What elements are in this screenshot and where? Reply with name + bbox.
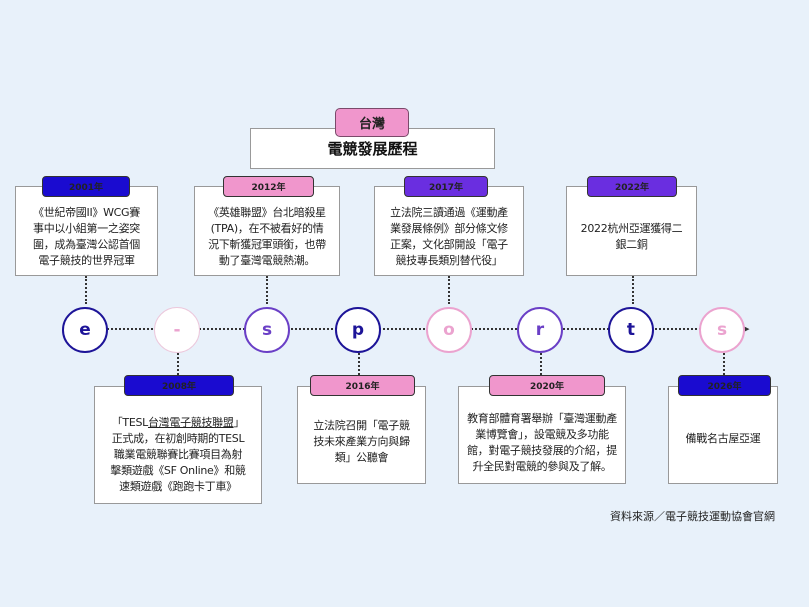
connector (358, 353, 360, 375)
timeline-node-e: e (62, 307, 108, 353)
connector (723, 353, 725, 375)
event-card-2017: 立法院三讀通過《運動產 業發展條例》部分條文修 正案，文化部開設「電子 競技專長… (374, 186, 524, 276)
timeline-node-o: o (426, 307, 472, 353)
event-card-2022: 2022杭州亞運獲得二 銀二銅 (566, 186, 697, 276)
year-tag-2020: 2020年 (489, 375, 605, 396)
year-tag-2008: 2008年 (124, 375, 234, 396)
year-tag-2026: 2026年 (678, 375, 771, 396)
year-tag-2001: 2001年 (42, 176, 130, 197)
year-tag-2017: 2017年 (404, 176, 488, 197)
event-text: 備戰名古屋亞運 (685, 432, 761, 445)
timeline-node-dash: - (154, 307, 200, 353)
event-card-2001: 《世紀帝國II》WCG賽 事中以小組第一之姿突 圍，成為臺灣公認首個 電子競技的… (15, 186, 158, 276)
timeline-node-s: s (244, 307, 290, 353)
event-text: 立法院三讀通過《運動產 業發展條例》部分條文修 正案，文化部開設「電子 競技專長… (390, 206, 508, 267)
connector (85, 276, 87, 304)
timeline-node-p: p (335, 307, 381, 353)
event-text: 「TESL台灣電子競技聯盟」 正式成，在初創時期的TESL 職業電競聯賽比賽項目… (110, 416, 246, 493)
timeline-node-r: r (517, 307, 563, 353)
event-card-2008: 「TESL台灣電子競技聯盟」 正式成，在初創時期的TESL 職業電競聯賽比賽項目… (94, 386, 262, 504)
event-card-2026: 備戰名古屋亞運 (668, 386, 778, 484)
event-card-2020: 教育部體育署舉辦「臺灣運動產 業博覽會」，設電競及多功能 館，對電子競技發展的介… (458, 386, 626, 484)
region-tag: 台灣 (335, 108, 409, 137)
event-text: 《英雄聯盟》台北暗殺星 (TPA)，在不被看好的情 況下斬獲冠軍頭銜，也帶 動了… (208, 206, 326, 267)
timeline-line (84, 328, 744, 330)
event-card-2012: 《英雄聯盟》台北暗殺星 (TPA)，在不被看好的情 況下斬獲冠軍頭銜，也帶 動了… (194, 186, 340, 276)
event-text: 教育部體育署舉辦「臺灣運動產 業博覽會」，設電競及多功能 館，對電子競技發展的介… (467, 412, 617, 473)
timeline-arrow-icon: ▸ (744, 322, 750, 335)
event-card-2016: 立法院召開「電子競 技未來產業方向與歸 類」公聽會 (297, 386, 426, 484)
event-text: 立法院召開「電子競 技未來產業方向與歸 類」公聽會 (313, 419, 410, 464)
connector (266, 276, 268, 304)
year-tag-2012: 2012年 (223, 176, 314, 197)
connector (632, 276, 634, 304)
timeline-node-s2: s (699, 307, 745, 353)
event-text: 《世紀帝國II》WCG賽 事中以小組第一之姿突 圍，成為臺灣公認首個 電子競技的… (33, 206, 140, 267)
connector (448, 276, 450, 304)
timeline-node-t: t (608, 307, 654, 353)
connector (540, 353, 542, 375)
tesl-link[interactable]: 台灣電子競技聯盟 (147, 416, 234, 429)
source-note: 資料來源／電子競技運動協會官網 (610, 510, 775, 523)
year-tag-2016: 2016年 (310, 375, 415, 396)
connector (177, 353, 179, 375)
year-tag-2022: 2022年 (587, 176, 677, 197)
event-text: 2022杭州亞運獲得二 銀二銅 (580, 222, 683, 251)
